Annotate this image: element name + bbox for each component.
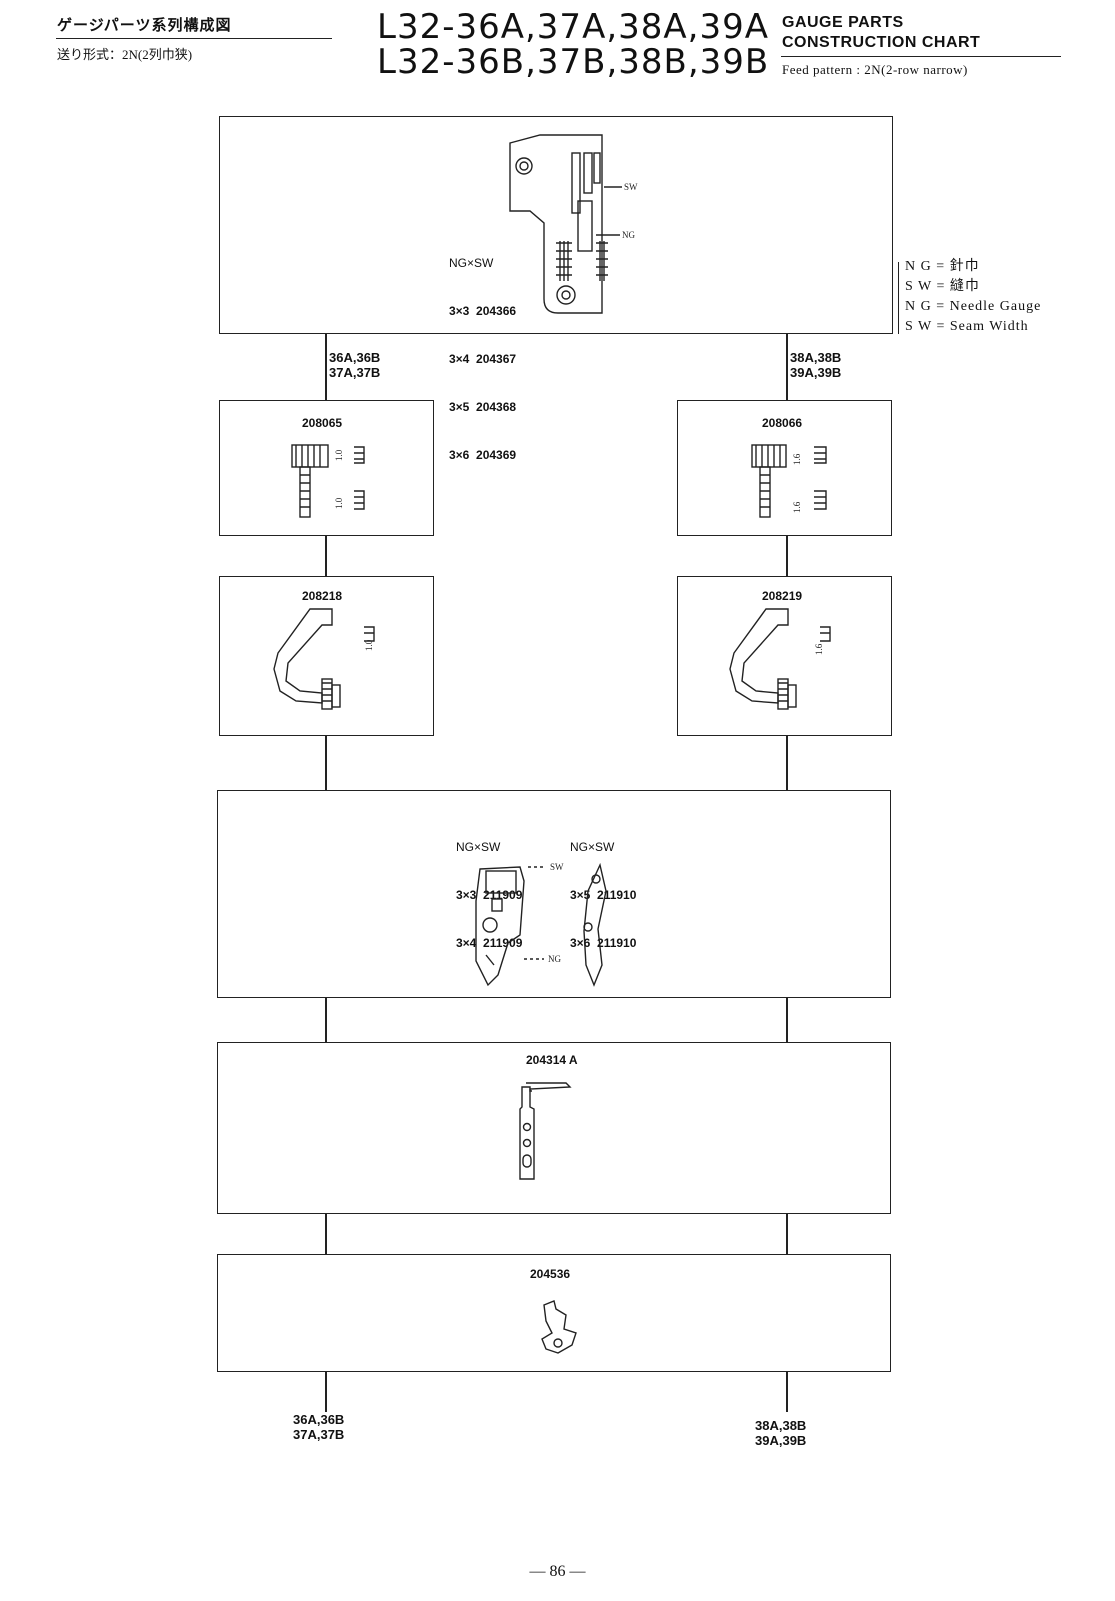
connector-left-top — [325, 334, 327, 400]
branch-label-left-top: 36A,36B 37A,37B — [329, 350, 380, 380]
presser-foot-header: NG×SW — [456, 840, 501, 854]
ng-label: NG — [548, 954, 561, 964]
connector — [786, 536, 788, 576]
looper-right-box: 208219 1.6 — [677, 576, 892, 736]
feed-dog-drawing: 1.6 1.6 — [751, 444, 827, 518]
part-number: 204314 A — [526, 1053, 578, 1067]
needle-plate-header: NG×SW — [449, 256, 494, 270]
feed-dog-drawing: 1.0 1.0 — [291, 444, 365, 518]
connector — [786, 736, 788, 790]
ng-label: NG — [622, 230, 635, 240]
connector — [786, 998, 788, 1042]
feed-dog-left-box: 208065 1.0 1.0 — [219, 400, 434, 536]
japanese-feed-pattern: 送り形式：2N(2列巾狭) — [57, 47, 193, 62]
sw-label: SW — [624, 182, 638, 192]
english-title-underline — [781, 56, 1061, 57]
dimension-label: 1.0 — [334, 497, 344, 509]
part-number: 208219 — [762, 589, 803, 603]
connector — [325, 536, 327, 576]
connector-right-top — [786, 334, 788, 400]
needle-plate-codes: NG×SW 3×3 204366 3×4 204367 3×5 204368 3… — [449, 223, 516, 495]
needle-plate-box: NG×SW 3×3 204366 3×4 204367 3×5 204368 3… — [219, 116, 893, 462]
connector — [325, 1372, 327, 1412]
branch-label-line: 38A,38B — [790, 350, 842, 365]
legend-ng-jp: N G = 針巾 — [905, 259, 980, 274]
presser-foot-row: 3×5 211910 — [570, 888, 637, 902]
part-number: 204536 — [530, 1267, 571, 1281]
connector — [325, 736, 327, 790]
spreader-box: 204536 — [217, 1254, 891, 1372]
branch-label-line: 36A,36B — [293, 1412, 345, 1427]
needle-plate-drawing: SW NG — [509, 134, 638, 314]
dimension-label: 1.0 — [334, 449, 344, 461]
branch-label-left-bottom: 36A,36B 37A,37B — [293, 1412, 344, 1442]
japanese-title: ゲージパーツ系列構成図 — [57, 17, 232, 34]
branch-label-line: 39A,39B — [790, 365, 842, 380]
legend-bracket — [898, 262, 899, 334]
title-underline — [56, 38, 332, 39]
needle-plate-row: 3×3 204366 — [449, 304, 517, 318]
branch-label-line: 37A,37B — [293, 1427, 345, 1442]
model-line-a: L32-36A,37A,38A,39A — [377, 7, 769, 47]
branch-label-line: 36A,36B — [329, 350, 381, 365]
part-number: 208065 — [302, 416, 343, 430]
connector — [786, 1214, 788, 1254]
branch-label-right-top: 38A,38B 39A,39B — [790, 350, 841, 380]
dimension-label: 1.0 — [364, 639, 374, 651]
page-number: — 86 — — [529, 1563, 586, 1580]
connector — [325, 998, 327, 1042]
english-title-line2: CONSTRUCTION CHART — [782, 34, 981, 51]
looper-left-box: 208218 1.0 — [219, 576, 434, 736]
legend-ng-en: N G = Needle Gauge — [905, 299, 1042, 314]
needle-guard-drawing — [519, 1082, 572, 1180]
model-line-b: L32-36B,37B,38B,39B — [377, 42, 770, 82]
part-number: 208066 — [762, 416, 803, 430]
english-title-line1: GAUGE PARTS — [782, 14, 904, 31]
part-number: 208218 — [302, 589, 343, 603]
legend-sw-jp: S W = 縫巾 — [905, 279, 980, 294]
presser-foot-box: NG×SW 3×3 211909 3×4 211909 NG×SW 3×5 21… — [217, 790, 891, 998]
looper-drawing: 1.0 — [273, 608, 375, 710]
sw-label: SW — [550, 862, 564, 872]
english-feed-pattern: Feed pattern : 2N(2-row narrow) — [782, 62, 968, 77]
branch-label-line: 37A,37B — [329, 365, 381, 380]
branch-label-line: 38A,38B — [755, 1418, 807, 1433]
needle-plate-row: 3×5 204368 — [449, 400, 517, 414]
looper-drawing: 1.6 — [729, 608, 831, 710]
legend-sw-en: S W = Seam Width — [905, 319, 1029, 334]
branch-label-right-bottom: 38A,38B 39A,39B — [755, 1418, 806, 1448]
feed-dog-right-box: 208066 1.6 1.6 — [677, 400, 892, 536]
spreader-drawing — [541, 1300, 577, 1354]
needle-plate-row: 3×6 204369 — [449, 448, 517, 462]
dimension-label: 1.6 — [792, 453, 802, 465]
needle-plate-row: 3×4 204367 — [449, 352, 517, 366]
presser-foot-header: NG×SW — [570, 840, 615, 854]
needle-guard-box: 204314 A — [217, 1042, 891, 1214]
abbreviation-legend: N G = 針巾 S W = 縫巾 N G = Needle Gauge S W… — [905, 257, 1041, 337]
connector — [325, 1214, 327, 1254]
dimension-label: 1.6 — [792, 501, 802, 513]
branch-label-line: 39A,39B — [755, 1433, 807, 1448]
dimension-label: 1.6 — [814, 643, 824, 655]
presser-foot-drawing: SW NG — [475, 862, 607, 987]
connector — [786, 1372, 788, 1412]
